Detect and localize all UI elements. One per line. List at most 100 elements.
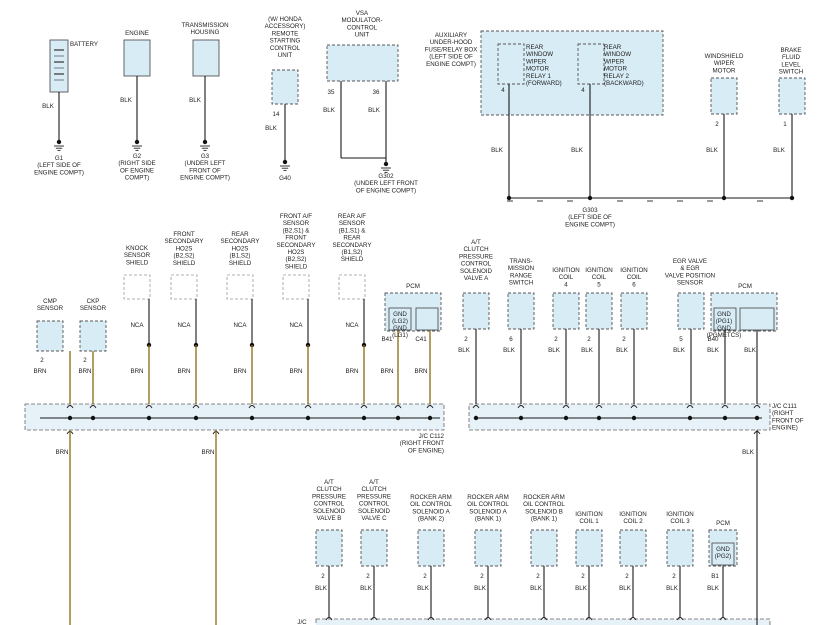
jc-c111-label-line: FRONT OF bbox=[772, 417, 804, 424]
brake-fluid-pin: 1 bbox=[783, 121, 787, 128]
shield-front_ho2s-label-line: SHIELD bbox=[173, 260, 196, 267]
engine-wire-label: BLK bbox=[120, 97, 133, 104]
shield-front_af-label-line: SECONDARY bbox=[276, 242, 315, 249]
rmid-ign6-label-line: IGNITION bbox=[620, 267, 648, 274]
remote-starting-label-line: ACCESSORY) bbox=[265, 23, 306, 30]
jc-brn-label-1: BRN bbox=[55, 449, 68, 456]
engine-label-line: ENGINE bbox=[125, 30, 149, 37]
g2-label-line: OF ENGINE bbox=[120, 167, 154, 174]
engine-box bbox=[123, 39, 151, 77]
bottom-rocker_b1-label-line: SOLENOID B bbox=[525, 508, 563, 515]
relay2-label-line: REAR bbox=[604, 44, 622, 51]
transmission-ground-dot bbox=[202, 139, 208, 145]
windshield-pin: 2 bbox=[715, 121, 719, 128]
relay1-label-line: WIPER bbox=[526, 58, 547, 65]
bottom-valve_b-label-line: VALVE B bbox=[317, 515, 342, 522]
shield-front_ho2s-label-line: SECONDARY bbox=[164, 238, 203, 245]
vsa-pin-35: 35 bbox=[328, 89, 335, 96]
bottom-ign3-pin: 2 bbox=[672, 573, 676, 580]
jc-c111-splice bbox=[754, 415, 760, 421]
windshield-wire-label: BLK bbox=[706, 147, 719, 154]
pcm-lg2-brn-label: BRN bbox=[380, 368, 393, 375]
relay1-label-line: RELAY 1 bbox=[526, 73, 551, 80]
remote-starting-label-line: UNIT bbox=[278, 52, 293, 59]
brake-fluid-label-line: FLUID bbox=[782, 54, 800, 61]
shield-rear_af-label-line: (B1,S1) & bbox=[339, 227, 367, 234]
bottom-valve_c-label-line: SOLENOID bbox=[358, 508, 391, 515]
brake-fluid-label-line: BRAKE bbox=[781, 47, 802, 54]
bottom-rocker_a1-label-line: ROCKER ARM bbox=[467, 494, 509, 501]
bottom-rocker_a1-label-line: OIL CONTROL bbox=[467, 501, 509, 508]
relay2-label-line: WINDOW bbox=[604, 51, 631, 58]
jc-c111-splice bbox=[722, 415, 728, 421]
remote-starting-label-line: (W/ HONDA bbox=[268, 16, 303, 23]
bottom-rocker_a1-connector bbox=[484, 617, 492, 621]
relay2-wire-label: BLK bbox=[571, 147, 584, 154]
shield-rear_ho2s-label-line: HO2S bbox=[232, 245, 249, 252]
bottom-valve_b-label-line: SOLENOID bbox=[313, 508, 346, 515]
shield-front_ho2s-label-line: FRONT bbox=[173, 231, 195, 238]
shield-front_af-nca: NCA bbox=[289, 322, 303, 329]
cmp-pin: 2 bbox=[40, 357, 44, 364]
shield-rear_af-label-line: (B1,S2) bbox=[342, 249, 363, 256]
jc-c111-connector bbox=[630, 405, 638, 409]
bottom-rocker_a2-box bbox=[417, 529, 445, 567]
bottom-valve_b-blk: BLK bbox=[315, 585, 328, 592]
bottom-pcm-pin-label-line: (PG2) bbox=[715, 553, 732, 560]
bottom-rocker_a1-box bbox=[474, 529, 502, 567]
rmid-ign4-label-line: 4 bbox=[564, 281, 568, 288]
bottom-rocker_b1-blk: BLK bbox=[530, 585, 543, 592]
pcm-right-pins-line: (PG1) bbox=[716, 318, 733, 325]
g303-dot bbox=[506, 195, 512, 201]
jc-c111-label-line: (RIGHT bbox=[772, 410, 794, 417]
rmid-ign4-blk: BLK bbox=[548, 347, 561, 354]
engine-ground-dot bbox=[134, 139, 140, 145]
bottom-valve_b-connector bbox=[325, 617, 333, 621]
bottom-valve_b-label-line: PRESSURE bbox=[312, 493, 346, 500]
jc-c111-splice bbox=[518, 415, 524, 421]
rmid-ign6-box bbox=[620, 292, 648, 330]
shield-rear_ho2s-brn-label: BRN bbox=[233, 368, 246, 375]
windshield-label-line: MOTOR bbox=[713, 67, 736, 74]
bottom-ign1-blk: BLK bbox=[575, 585, 588, 592]
jc-c112-splice bbox=[249, 415, 255, 421]
bottom-rocker_a2-pin: 2 bbox=[423, 573, 427, 580]
transmission-box bbox=[192, 39, 220, 77]
relay1-label-line: (FORWARD) bbox=[526, 80, 562, 87]
g303-label-line: ENGINE COMPT) bbox=[565, 221, 615, 228]
rmid-egr-label-line: EGR VALVE bbox=[673, 258, 707, 265]
pcm-b40-pin: B40 bbox=[707, 336, 719, 343]
pcm-left-pins-line: GND bbox=[393, 325, 407, 332]
shield-front_af bbox=[282, 274, 310, 300]
aux-fuse-label-line: (LEFT SIDE OF bbox=[429, 54, 473, 61]
rmid-ign5-box bbox=[585, 292, 613, 330]
shield-rear_af bbox=[338, 274, 366, 300]
bottom-valve_c-label-line: PRESSURE bbox=[357, 493, 391, 500]
jc-c111-splice bbox=[473, 415, 479, 421]
rmid-ign4-box bbox=[552, 292, 580, 330]
pcm-left-pins-line: (LG2) bbox=[392, 318, 408, 325]
g3-label-line: FRONT OF bbox=[189, 167, 221, 174]
pcm-pgmetcs-blk: BLK bbox=[744, 347, 757, 354]
bottom-ign1-pin: 2 bbox=[581, 573, 585, 580]
ckp-box bbox=[79, 320, 107, 352]
bottom-rocker_b1-connector bbox=[540, 617, 548, 621]
bottom-valve_c-box bbox=[360, 529, 388, 567]
shield-knock-brn-label: BRN bbox=[130, 368, 143, 375]
bottom-rocker_a1-label-line: (BANK 1) bbox=[475, 516, 501, 523]
remote-starting-label-line: CONTROL bbox=[270, 45, 301, 52]
g1-label-line: ENGINE COMPT) bbox=[34, 169, 84, 176]
jc-c112-connector bbox=[248, 405, 256, 409]
windshield-label-line: WINDSHIELD bbox=[705, 53, 744, 60]
bottom-ign1-label-line: COIL 1 bbox=[579, 518, 599, 525]
cmp-label-line: SENSOR bbox=[37, 305, 64, 312]
remote-wire-label: BLK bbox=[265, 125, 278, 132]
rmid-ign4-label-line: COIL bbox=[559, 274, 574, 281]
rmid-ign5-blk: BLK bbox=[581, 347, 594, 354]
rmid-egr-box bbox=[677, 292, 705, 330]
bottom-ign3-label-line: IGNITION bbox=[666, 511, 694, 518]
g302-label-line: OF ENGINE COMPT) bbox=[356, 187, 416, 194]
shield-front_af-label-line: HO2S bbox=[288, 249, 305, 256]
rmid-at_clutch_a-label-line: CLUTCH bbox=[463, 246, 488, 253]
jc-c112-label-line: (RIGHT FRONT bbox=[400, 440, 444, 447]
